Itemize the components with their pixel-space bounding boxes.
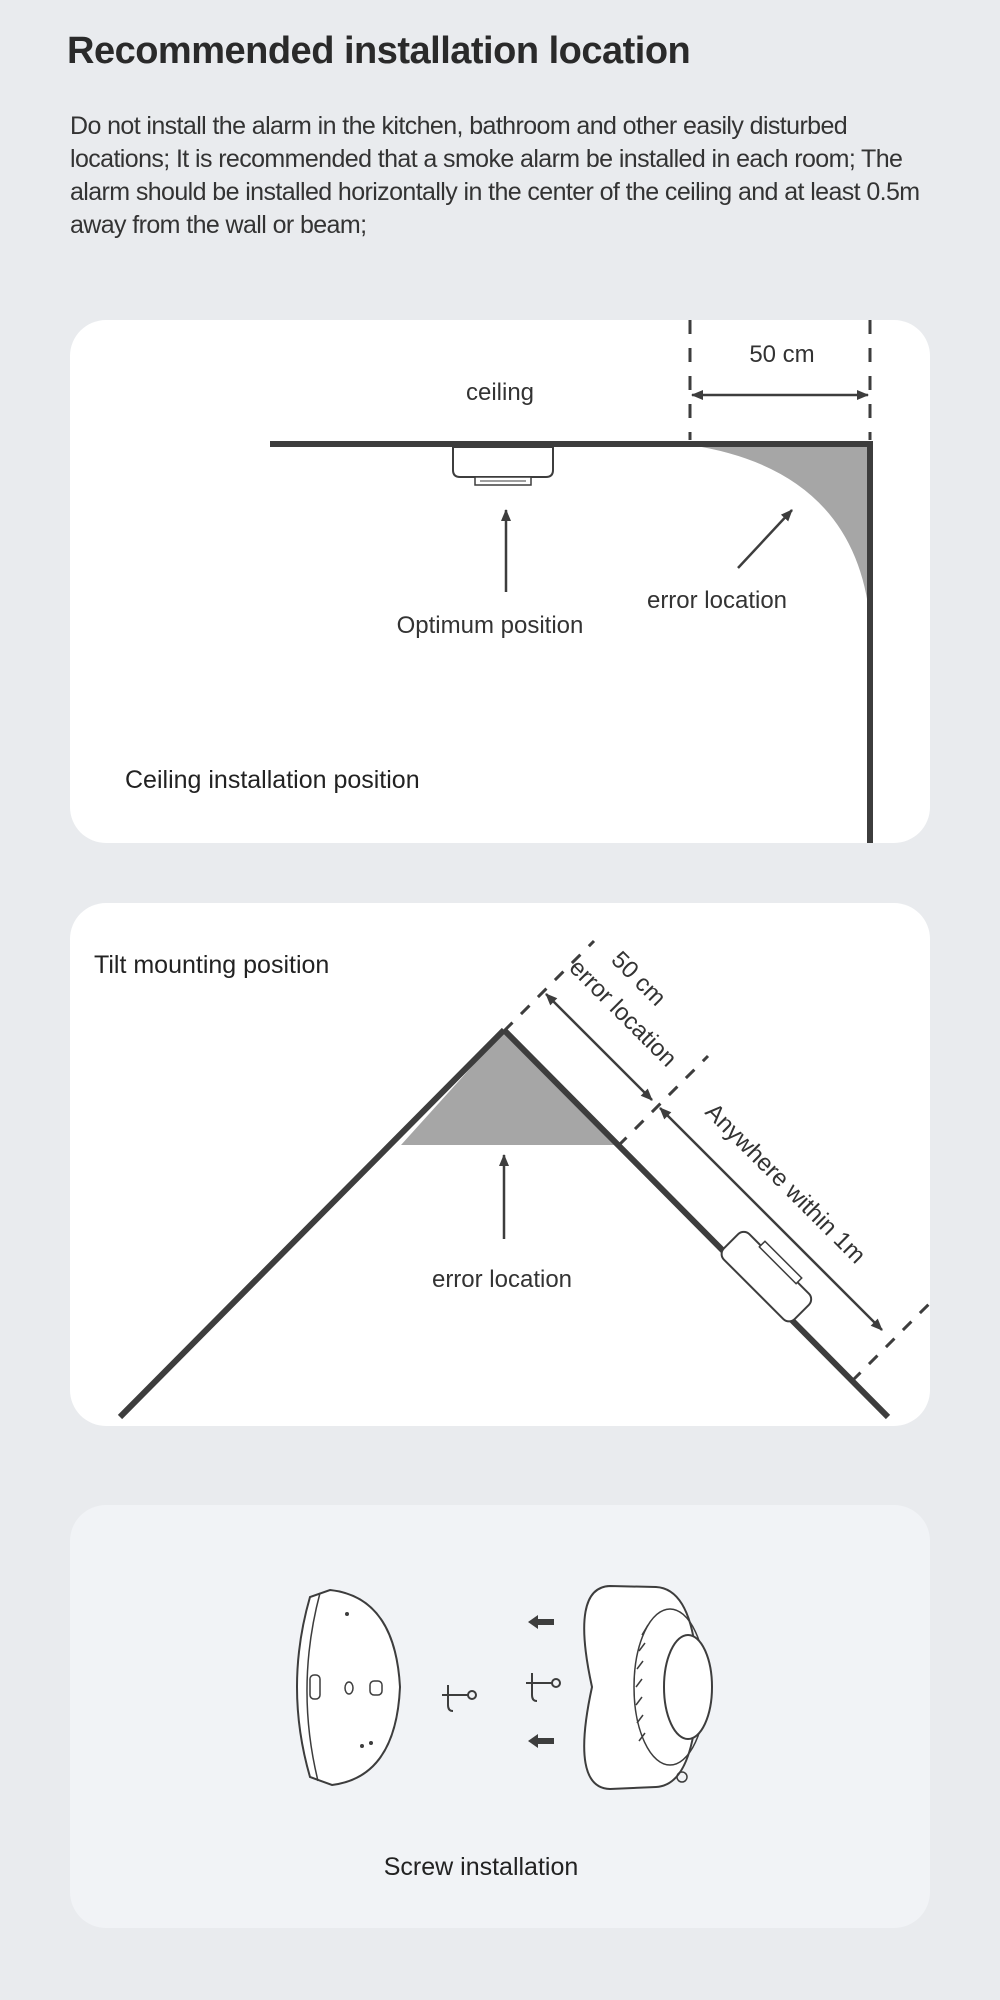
ceiling-installation-card: 50 cm ceiling Optimum position error loc…	[70, 320, 930, 843]
tilt-dash-mid	[616, 1054, 710, 1148]
ceiling-diagram: 50 cm ceiling Optimum position error loc…	[125, 320, 873, 843]
arrow-left-icon	[528, 1734, 554, 1748]
tilt-error-label: error location	[432, 1266, 572, 1293]
tilt-range-arrow	[659, 1107, 883, 1331]
smoke-detector-icon	[452, 446, 554, 486]
tilt-diagram: Tilt mounting position 50 cm error locat…	[94, 939, 930, 1420]
screw-diagram: Screw installation	[296, 1584, 713, 1881]
ceiling-label: ceiling	[466, 379, 534, 406]
tilt-range-label: Anywhere within 1m	[700, 1098, 871, 1269]
mounting-plate-icon	[296, 1588, 402, 1787]
screw-installation-card: Screw installation	[70, 1505, 930, 1928]
distance-label: 50 cm	[749, 341, 814, 368]
alarm-device-icon	[583, 1584, 713, 1791]
screw-caption: Screw installation	[384, 1853, 579, 1881]
ceiling-caption: Ceiling installation position	[125, 766, 420, 794]
tilt-error-zone	[401, 1031, 614, 1145]
page-title: Recommended installation location	[67, 30, 691, 72]
tilt-smoke-detector-icon	[720, 1230, 813, 1323]
tilt-caption: Tilt mounting position	[94, 951, 329, 979]
optimum-label: Optimum position	[397, 612, 584, 639]
error-label: error location	[647, 587, 787, 614]
screw-icon-right	[526, 1673, 561, 1702]
tilt-mounting-card: Tilt mounting position 50 cm error locat…	[70, 903, 930, 1426]
error-arrow	[737, 509, 793, 569]
roof-left-line	[117, 1027, 507, 1420]
arrow-left-icon	[528, 1615, 554, 1629]
tilt-distance-arrow	[545, 993, 653, 1101]
tilt-dash-end	[850, 1300, 930, 1383]
intro-text: Do not install the alarm in the kitchen,…	[70, 112, 920, 239]
screw-icon-left	[442, 1685, 477, 1712]
tilt-dash-apex	[502, 939, 596, 1033]
ceiling-error-zone	[690, 445, 870, 620]
